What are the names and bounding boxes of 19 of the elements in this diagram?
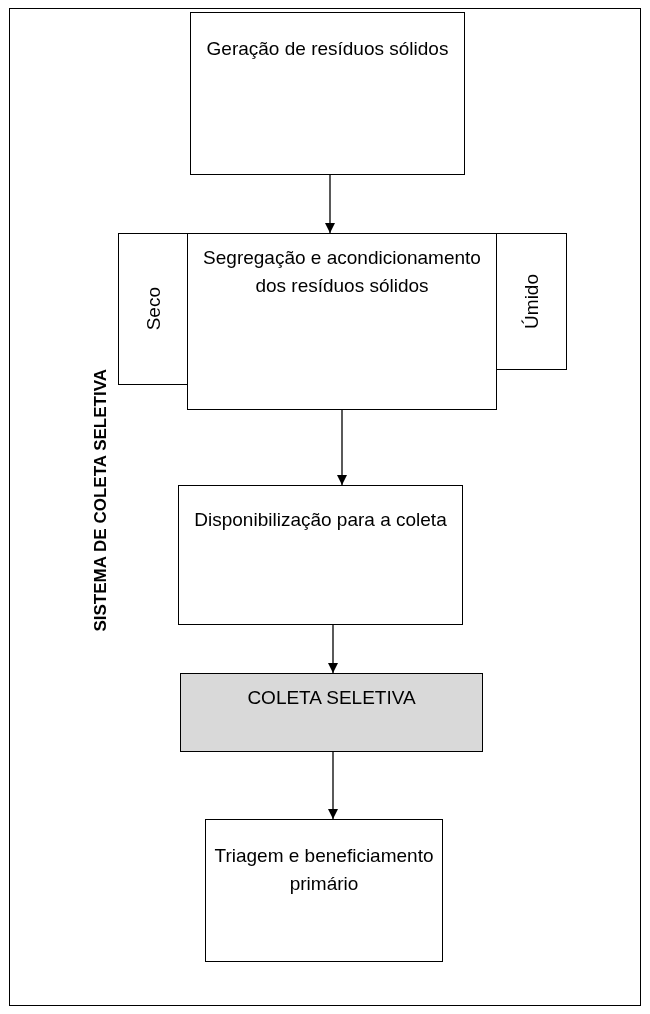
box-label: COLETA SELETIVA — [247, 686, 416, 710]
arrow — [325, 174, 335, 234]
vertical-title: SISTEMA DE COLETA SELETIVA — [90, 368, 112, 632]
side-label-box — [496, 233, 567, 370]
process-box — [190, 12, 465, 175]
arrow — [337, 409, 347, 486]
box-label: Disponibilização para a coleta — [194, 508, 447, 532]
arrow — [328, 624, 338, 674]
process-box — [180, 673, 483, 752]
box-label: Triagem e beneficiamento primário — [214, 844, 434, 896]
process-box — [187, 233, 497, 410]
process-box — [178, 485, 463, 625]
box-label: Segregação e acondicionamento dos resíduos sólidos — [202, 246, 482, 298]
process-box — [205, 819, 443, 962]
box-label: Geração de resíduos sólidos — [206, 37, 449, 61]
arrow — [328, 751, 338, 820]
side-label-box — [118, 233, 188, 385]
box-label: Úmido — [522, 274, 541, 329]
box-label: Seco — [143, 287, 163, 331]
